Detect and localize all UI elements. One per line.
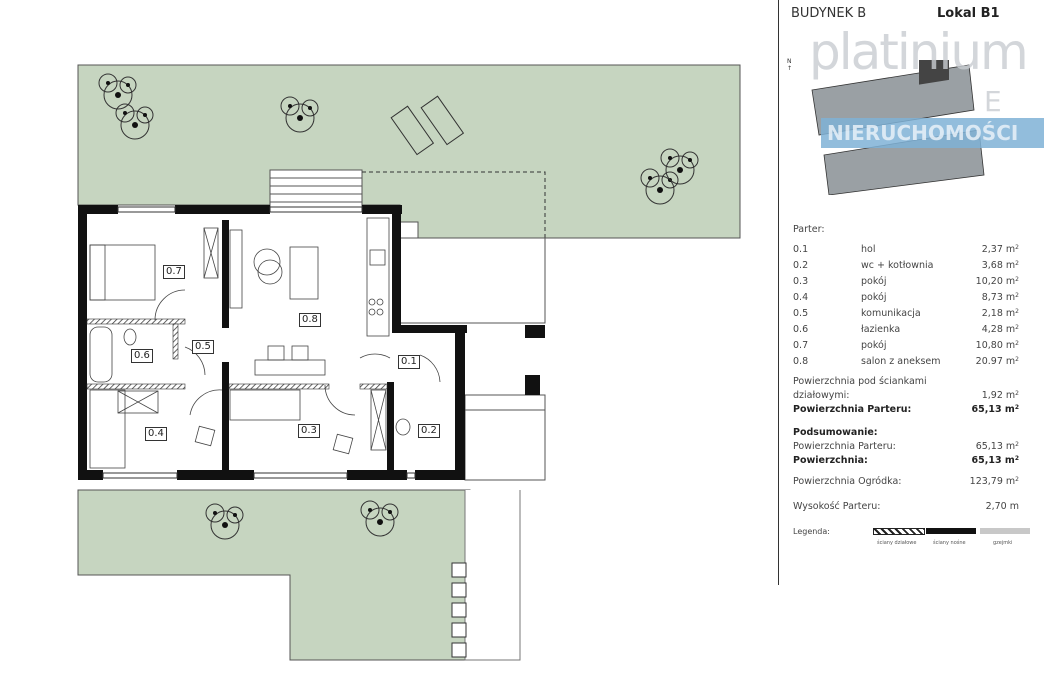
legend-swatches: ściany działowe ściany nośne gzejmki [873,528,1033,558]
watermark: E [984,85,1002,118]
room-label: 0.6 [131,349,153,363]
watermark: platinium [809,23,1029,81]
room-label: 0.3 [298,424,320,438]
sun-lounger-icon [390,95,465,156]
floor-plan [77,64,741,661]
garden-bottom [77,489,471,661]
room-label: 0.7 [163,265,185,279]
room-label: 0.5 [192,340,214,354]
legend: Legenda: [793,527,830,536]
legend-bearing-swatch [926,528,976,534]
room-label: 0.1 [398,355,420,369]
legend-partition-swatch [873,528,925,535]
info-panel: platinium E NIERUCHOMOŚCI N↑ BUDYNEK B L… [778,0,1044,585]
north-arrow-icon: N↑ [787,58,793,72]
watermark: NIERUCHOMOŚCI [827,121,1019,145]
building-label: BUDYNEK B [791,6,867,21]
room-label: 0.2 [418,424,440,438]
unit-label: Lokal B1 [937,6,1000,21]
section-title: Parter: [793,224,825,235]
room-label: 0.4 [145,427,167,441]
room-label: 0.8 [299,313,321,327]
legend-cornice-swatch [980,528,1030,534]
